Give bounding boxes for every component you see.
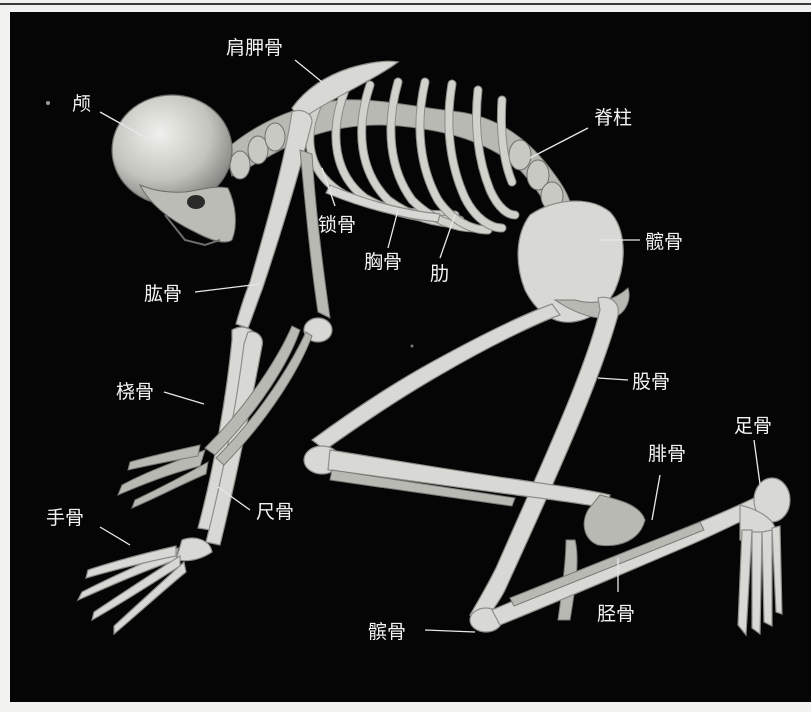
label-ulna: 尺骨 (256, 501, 294, 523)
label-radius: 桡骨 (116, 381, 154, 403)
label-hip: 髋骨 (645, 231, 683, 253)
label-tibia: 胫骨 (597, 603, 635, 625)
label-spine: 脊柱 (594, 107, 632, 129)
label-skull: 颅 (72, 93, 91, 115)
label-rib: 肋 (430, 263, 449, 285)
label-patella: 髌骨 (368, 621, 406, 643)
speck (46, 101, 50, 105)
speck (411, 345, 414, 348)
label-scapula: 肩胛骨 (226, 37, 283, 59)
label-fibula: 腓骨 (648, 443, 686, 465)
label-sternum: 胸骨 (364, 251, 402, 273)
label-clavicle: 锁骨 (318, 214, 356, 236)
label-foot: 足骨 (734, 415, 772, 437)
label-hand: 手骨 (46, 507, 84, 529)
label-femur: 股骨 (632, 371, 670, 393)
label-humerus: 肱骨 (144, 283, 182, 305)
